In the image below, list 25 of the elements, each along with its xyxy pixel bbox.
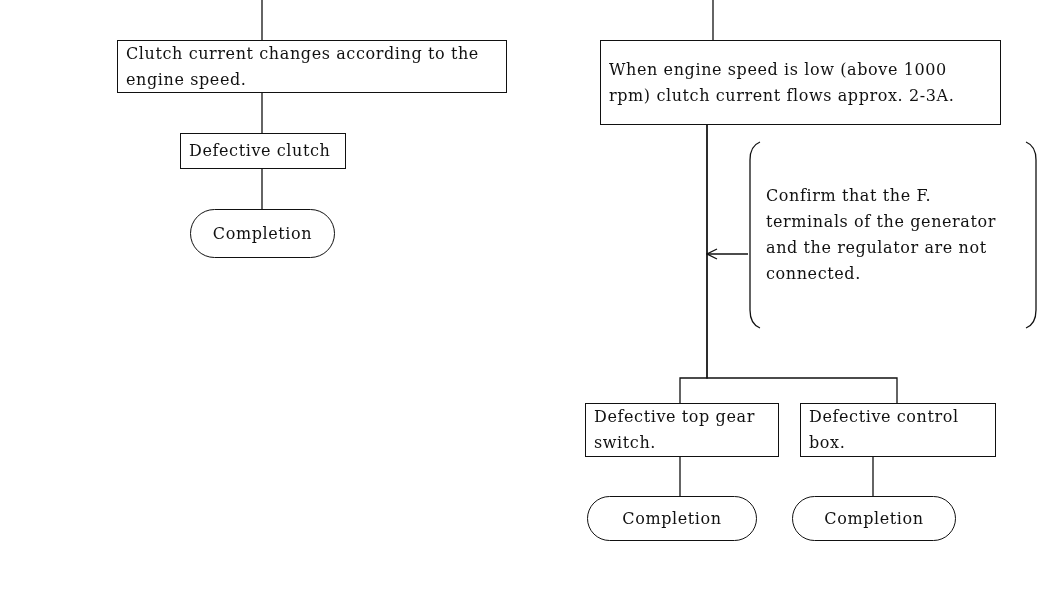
process-box: [800, 403, 996, 457]
node-text: Completion: [212, 222, 313, 245]
node-text: Defective control box.: [809, 406, 960, 454]
node-text: When engine speed is low (above 1000 rpm) clutch current flows approx. 2-3A.: [609, 58, 956, 107]
connector-line: [261, 92, 263, 134]
connector-line: [261, 0, 263, 41]
connector-line: [706, 124, 898, 404]
connector-line: [261, 168, 263, 210]
node-text: Completion: [622, 507, 722, 530]
node-text: Defective top gear switch.: [594, 406, 756, 454]
terminal-pill: [587, 496, 757, 541]
arrow: [706, 248, 749, 260]
process-box: [585, 403, 779, 457]
connector-line: [679, 456, 681, 497]
process-box: [600, 40, 1001, 125]
terminal-pill: [792, 496, 956, 541]
node-text: Confirm that the F. terminals of the generator and the regulator are not connected.: [766, 185, 997, 285]
terminal-pill: [190, 209, 335, 258]
node-text: Completion: [824, 507, 924, 530]
node-text: Defective clutch: [189, 140, 331, 162]
process-box: [117, 40, 507, 93]
node-text: Clutch current changes according to the engine speed.: [126, 42, 480, 91]
process-box: [180, 133, 346, 169]
connector-line: [872, 456, 874, 497]
connector-line: [712, 0, 714, 41]
